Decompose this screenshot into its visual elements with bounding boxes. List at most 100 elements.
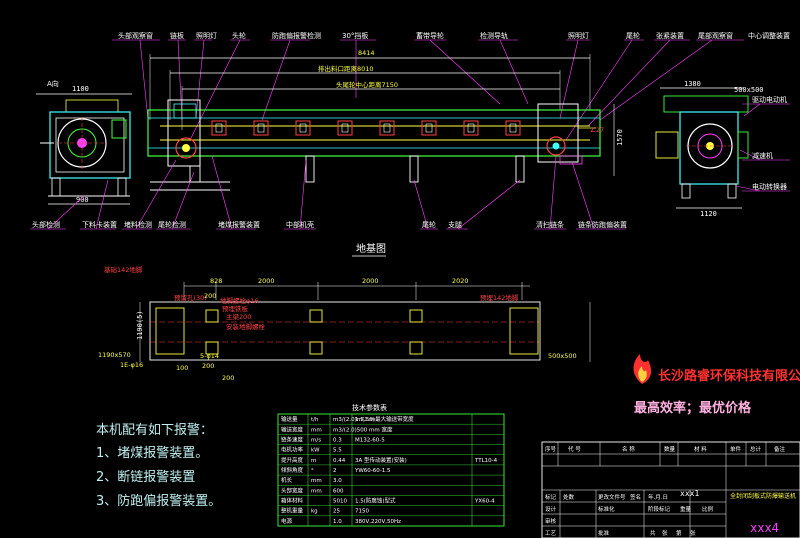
callout-reducer: 减速机	[752, 151, 773, 160]
fp-label-5: 主梁200	[226, 312, 251, 321]
tb-col-remark: 备注	[774, 445, 786, 453]
tb-count: 处数	[563, 493, 575, 501]
tech-table-cell: m	[311, 458, 316, 464]
left-bottom-dimension: 900	[76, 196, 89, 204]
callout-leg: 支腿	[448, 220, 462, 229]
tb-col-index: 序号	[545, 445, 557, 453]
fp-left-dim-2: 1190x570	[98, 351, 131, 359]
fp-label-6: 安装地脚螺栓	[226, 322, 266, 331]
tech-table-cell: 链条速度	[281, 435, 304, 443]
tb-standard: 标准化	[598, 505, 615, 513]
fp-right-dim-2: 5-φ14	[200, 352, 219, 360]
tb-xxx1: xxx1	[680, 489, 699, 498]
tb-drawing-name: 全封闭刮板式防爆输送机	[730, 492, 796, 500]
fp-left-dim: 1190(5)	[136, 310, 144, 340]
alarm-note: 本机配有如下报警： 1、堵煤报警装置。 2、断链报警装置 3、防跑偏报警装置。	[96, 422, 221, 509]
tech-table-cell: 电机功率	[281, 446, 304, 454]
tb-total-label: 共	[650, 529, 656, 537]
tech-table-cell: 3.0	[333, 478, 342, 484]
main-side-view: 头部观察窗 链板 照明灯 头轮 防跑偏报警检测 30°挡板 蓄带导轮 检测导轨 …	[30, 31, 790, 230]
fp-right-dim-4: 200	[202, 362, 214, 370]
tech-table-cell: 倾斜角度	[281, 466, 304, 474]
tb-weight: 重量	[680, 505, 692, 513]
head-sprocket	[175, 137, 197, 159]
alarm-item-2: 2、断链报警装置	[96, 469, 195, 485]
fp-label-9: 200	[222, 374, 234, 382]
tech-table-cell: kg	[311, 509, 318, 515]
fp-right-dim-3: 100	[176, 364, 188, 372]
tech-table-cell: mm	[311, 427, 322, 433]
brand-block: 长沙路睿环保科技有限公司 最高效率；最优价格	[633, 354, 800, 416]
tech-table-cell: 头部宽度	[281, 486, 304, 494]
tech-table-cell: 380V,220V,50Hz	[355, 519, 401, 525]
fp-label-3: 地脚螺栓φ16	[220, 296, 259, 305]
fp-label-7: 200	[204, 292, 216, 300]
tb-sign: 签名	[630, 493, 641, 501]
tech-table-cell: TTL10-4	[474, 458, 498, 464]
callout-mid-casing: 中部机壳	[286, 220, 314, 229]
conveyor-body: ∠27 1570	[147, 99, 624, 191]
tail-sprocket	[546, 136, 566, 156]
callout-drive-motor: 驱动电动机	[752, 95, 787, 104]
callout-block-detect: 堵料检测	[124, 220, 152, 229]
left-top-dimension: 1100	[72, 85, 89, 93]
tb-col-name: 名 称	[622, 445, 635, 453]
fp-left-dim-3: 1E-φ16	[120, 361, 143, 369]
tb-xxx4: xxx4	[750, 521, 779, 535]
tb-sheet-label: 张	[662, 529, 668, 537]
right-bottom-dimension: 1120	[700, 210, 717, 218]
tech-table-cell: 1.5(防腐蚀)型式	[355, 497, 396, 505]
tb-col-unit: 单件	[730, 445, 742, 453]
right-end-view: 1380 500x500 1120 驱动电动机 减速机 电动转换器	[655, 80, 790, 218]
tech-table-cell: 机长	[281, 476, 293, 484]
bottom-callouts: 头部检测 下料卡装置 堵料检测 尾轮检测 堵煤报警装置 中部机壳 尾轮 支腿 清…	[30, 155, 627, 230]
tech-table-cell: kW	[311, 448, 320, 454]
right-top-dimension: 1380	[684, 80, 701, 88]
tb-no-label: 第	[676, 529, 682, 537]
tech-table-cell: m3/(2.0)m(1.0)最大输送带宽度	[333, 415, 414, 423]
tb-craft: 工艺	[545, 530, 557, 537]
fp-label-1: 基础142地脚	[104, 265, 143, 274]
tb-change-doc: 更改文件号	[598, 493, 626, 501]
callout-converter: 电动转换器	[752, 182, 787, 191]
callout-chain-plate: 链板	[170, 31, 184, 40]
tech-table-cell: 提升高度	[281, 456, 304, 464]
callout-lamp-2: 照明灯	[568, 31, 589, 40]
callout-tail-detect: 尾轮检测	[158, 220, 186, 229]
tech-table-cell: 箱体材料	[281, 497, 304, 505]
tb-col-material: 材 料	[694, 445, 707, 453]
callout-unload-card: 下料卡装置	[82, 220, 117, 229]
tech-table-cell: 0.3	[333, 437, 342, 443]
callout-deviation-detect: 防跑偏报警检测	[272, 31, 321, 40]
callout-head-detect: 头部检测	[32, 220, 60, 229]
tech-table-cell: 0.44	[333, 458, 346, 464]
tech-table-cell: t/h	[311, 417, 319, 423]
alarm-item-1: 1、堵煤报警装置。	[96, 445, 208, 461]
dim-center-distance: 头尾轮中心距离7150	[336, 80, 398, 89]
svg-text:∠27: ∠27	[590, 126, 604, 134]
tb-sheet-label-2: 张	[690, 529, 696, 537]
company-name: 长沙路睿环保科技有限公司	[658, 368, 800, 384]
company-slogan: 最高效率；最优价格	[634, 400, 752, 416]
tb-date: 年.月.日	[648, 493, 668, 501]
fp-dim-3: 2000	[362, 277, 379, 285]
alarm-item-3: 3、防跑偏报警装置。	[96, 493, 221, 509]
top-callouts: 头部观察窗 链板 照明灯 头轮 防跑偏报警检测 30°挡板 蓄带导轮 检测导轨 …	[112, 31, 790, 141]
tech-table-cell: 整机重量	[281, 507, 304, 515]
dim-outlet-to-head: 排出料口距离8010	[318, 64, 374, 73]
dim-height: 1570	[616, 129, 624, 146]
callout-detect-rail: 检测导轨	[480, 31, 508, 40]
length-dimensions: 8414 排出料口距离8010 头尾轮中心距离7150	[149, 49, 591, 130]
fp-right-dim-1: 500x500	[548, 352, 577, 360]
fp-dim-4: 2020	[452, 277, 469, 285]
tech-table-cell: 1.5,3m	[355, 417, 374, 423]
callout-baffle: 30°挡板	[342, 31, 368, 40]
tech-table-cell: YW60-60-1.5	[354, 468, 391, 474]
tb-approve: 批准	[598, 529, 610, 537]
tb-stage: 阶段标记	[648, 505, 671, 513]
tb-col-qty: 数量	[664, 445, 676, 453]
left-end-view: A向 1100 900	[36, 79, 132, 205]
